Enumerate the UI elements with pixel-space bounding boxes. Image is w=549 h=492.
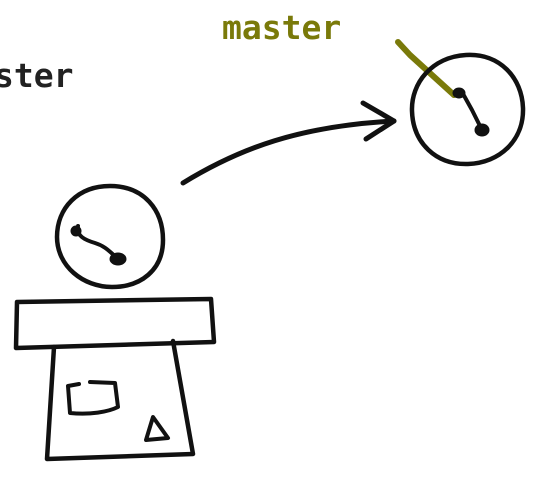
- source-commit-circle: [54, 183, 166, 290]
- move-arrow-head: [360, 100, 397, 142]
- target-commit-dot-bottom: [474, 123, 490, 137]
- stash-box-lid: [13, 296, 217, 351]
- target-commit-circle: [409, 52, 526, 167]
- truncated-branch-label: ster: [0, 56, 74, 95]
- stash-item-square: [66, 380, 120, 416]
- stash-item-triangle: [144, 415, 170, 442]
- source-commit-glyph: [75, 224, 118, 259]
- target-commit-glyph: [460, 90, 482, 128]
- target-commit-dot-top: [452, 87, 466, 99]
- source-commit-dot-top: [70, 225, 82, 237]
- branch-label-master: master: [222, 8, 342, 47]
- source-commit-dot-bottom: [109, 252, 127, 266]
- stash-box-body: [44, 338, 196, 462]
- branch-pointer-line: [395, 39, 457, 98]
- move-arrow-curve: [180, 118, 397, 186]
